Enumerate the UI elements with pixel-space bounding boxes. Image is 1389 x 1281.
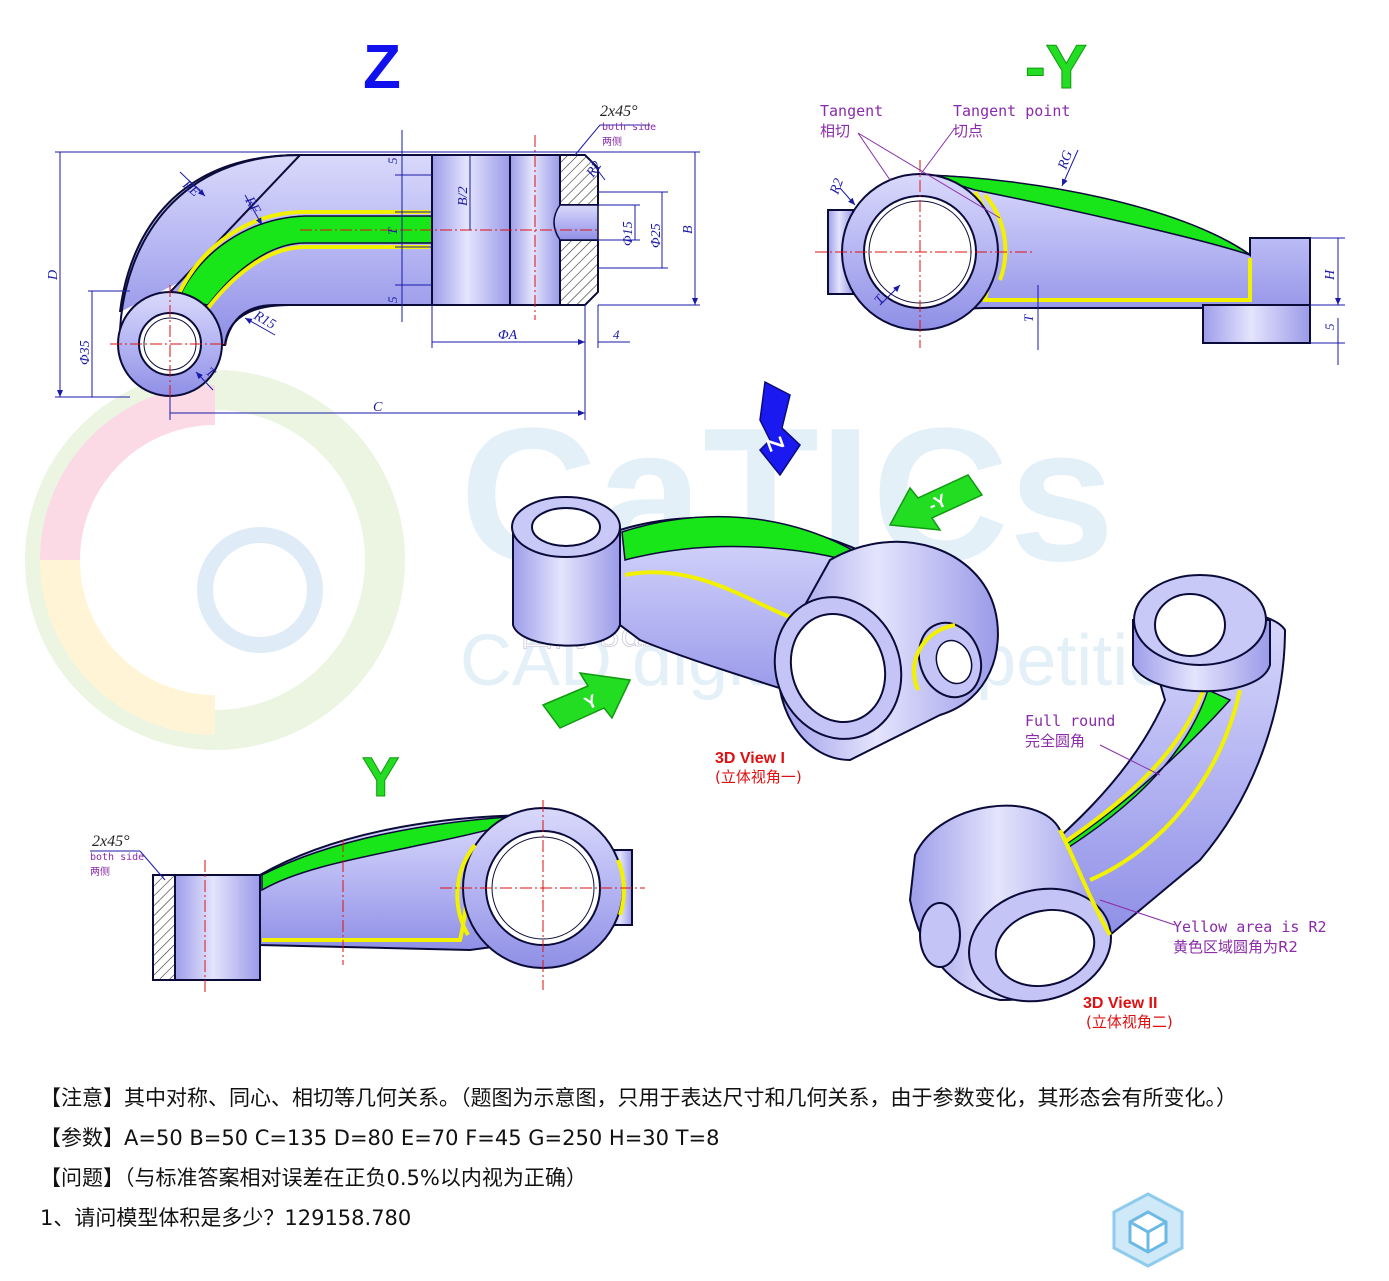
y-view-ring-yellow <box>455 843 477 936</box>
neg-y-dim-rg: RG <box>1055 149 1076 173</box>
tangent-label-cn: 相切 <box>820 122 850 140</box>
y-view-title: Y <box>362 745 399 808</box>
view1-left-boss-hole <box>531 507 601 547</box>
notes-block: 【注意】其中对称、同心、相切等几何关系。（题图为示意图，只用于表达尺寸和几何关系… <box>40 1078 1380 1238</box>
z-chamfer-label: 2x45° <box>600 103 638 120</box>
y-view-ring-yellow-right <box>616 859 626 916</box>
yellow-area-label-cn: 黄色区域圆角为R2 <box>1173 938 1298 956</box>
view2-subtitle: (立体视角二) <box>1086 1013 1173 1031</box>
neg-y-dim-web-t: T <box>1021 314 1036 322</box>
y-view-centerlines <box>204 800 645 995</box>
watermark-ring-yellow <box>40 559 216 735</box>
neg-y-view-title: -Y <box>1025 33 1087 102</box>
z-dim-b-half: B/2 <box>456 187 471 206</box>
view1-arrow-neg-y: -Y <box>888 474 984 531</box>
view1-yellow-edge <box>624 570 801 622</box>
y-view-boss <box>174 874 261 981</box>
note-line-1: 【注意】其中对称、同心、相切等几何关系。（题图为示意图，只用于表达尺寸和几何关系… <box>40 1086 1237 1110</box>
z-dim-c: C <box>373 400 383 415</box>
view1-subtitle: (立体视角一) <box>715 768 802 786</box>
z-view-title: Z <box>363 33 401 102</box>
view1-arrow-y: Y <box>541 672 632 729</box>
y-view-leader <box>90 850 166 881</box>
tangent-point-label: Tangent point <box>953 102 1070 120</box>
neg-y-dimension-lines <box>839 149 1345 365</box>
z-arm-outline <box>119 154 432 346</box>
view2-illustration: Full round 完全圆角 Yellow area is R2 黄色区域圆角… <box>908 574 1327 1031</box>
view2-top-boss-hole <box>1154 593 1226 657</box>
view2-leaders <box>1099 744 1176 926</box>
neg-y-leader-lines <box>857 127 1001 219</box>
neg-y-dim-r2: R2 <box>827 177 847 198</box>
z-dim-phi-a: ΦA <box>498 328 518 343</box>
neg-y-centerlines <box>815 160 1035 348</box>
neg-y-dim-h: H <box>1323 269 1338 281</box>
neg-y-dim-5: 5 <box>1322 323 1337 330</box>
z-dim-5-top: 5 <box>385 157 400 164</box>
neg-y-foot <box>1202 304 1311 344</box>
z-centerlines <box>110 135 600 410</box>
note-line-3: 【问题】（与标准答案相对误差在正负0.5%以内视为正确） <box>40 1166 587 1190</box>
watermark-gear <box>197 527 323 653</box>
z-side-hole <box>553 204 599 241</box>
view2-yellow-edge-b <box>1089 689 1242 882</box>
watermark-ring-red <box>40 385 216 561</box>
z-dim-t: T <box>385 227 400 235</box>
view2-cylinder-yellow <box>1058 829 1112 936</box>
z-dim-b: B <box>681 225 696 234</box>
y-chamfer-both-side: both side <box>90 852 144 863</box>
view2-title: 3D View II <box>1083 995 1157 1012</box>
view1-big-cylinder-hole <box>789 612 887 724</box>
z-chamfer-cn: 两侧 <box>602 135 622 148</box>
y-view: 2x45° both side 两侧 <box>90 800 645 995</box>
full-round-label-cn: 完全圆角 <box>1025 732 1085 750</box>
view1-arrow-z: Z <box>758 380 801 477</box>
tangent-label: Tangent <box>820 102 883 120</box>
z-dim-4: 4 <box>613 327 620 342</box>
full-round-label: Full round <box>1025 712 1115 730</box>
tangent-point-label-cn: 切点 <box>953 122 983 140</box>
y-view-hatch-left <box>152 874 176 981</box>
view2-side-boss <box>919 902 961 968</box>
z-view: 2x45° both side 两侧 RE RF R2 R15 5 T 5 B/… <box>46 103 700 420</box>
yellow-area-label: Yellow area is R2 <box>1173 918 1327 936</box>
neg-y-ring-yellow <box>983 193 1008 281</box>
view1-side-boss-hole <box>935 639 973 685</box>
cube-logo-icon <box>1112 1192 1184 1268</box>
z-dim-d: D <box>46 270 61 281</box>
z-chamfer-both-side: both side <box>602 122 656 133</box>
note-line-2: 【参数】A=50 B=50 C=135 D=80 E=70 F=45 G=250… <box>40 1126 720 1150</box>
y-chamfer-label: 2x45° <box>92 833 130 850</box>
z-yellow-edge-bottom <box>206 245 430 310</box>
neg-y-green-rib <box>924 174 1251 256</box>
z-yellow-edge-top <box>174 210 430 301</box>
z-dim-5-bottom: 5 <box>385 296 400 303</box>
view1-side-yellow <box>911 623 956 691</box>
view1-illustration: Z -Y Y 3D View I (立体视角一) <box>511 380 999 786</box>
watermark-ring-green <box>25 370 405 750</box>
view2-big-cylinder-hole <box>994 908 1096 988</box>
z-dim-phi15: Φ15 <box>621 221 636 246</box>
note-line-4: 1、请问模型体积是多少？129158.780 <box>40 1206 412 1230</box>
y-chamfer-cn: 两侧 <box>90 865 110 878</box>
z-dim-phi25: Φ25 <box>649 223 664 248</box>
z-dimension-lines <box>55 124 700 420</box>
view1-title: 3D View I <box>715 750 785 767</box>
neg-y-view: Tangent 相切 Tangent point 切点 RG R2 T T H … <box>815 102 1345 365</box>
z-dim-phi35: Φ35 <box>78 340 93 365</box>
